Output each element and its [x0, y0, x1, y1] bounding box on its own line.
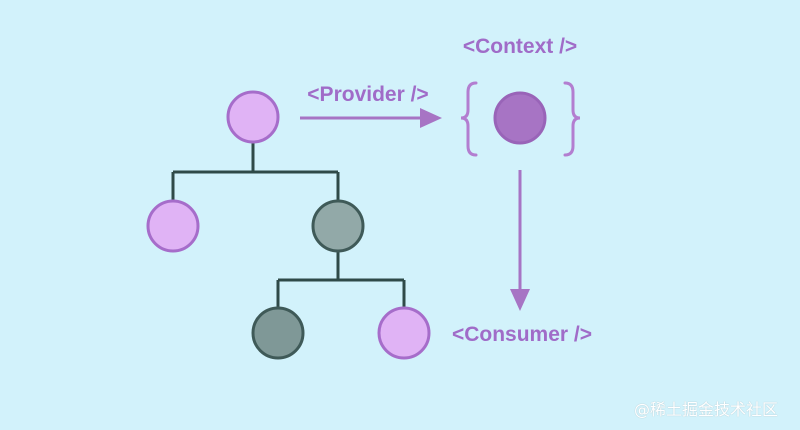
tree-node-grandchild-right: [377, 306, 431, 360]
tree-node-left-child: [146, 199, 200, 253]
tree-node-root: [226, 90, 280, 144]
tree-connectors: [171, 143, 406, 308]
provider-label: <Provider />: [307, 83, 428, 106]
tree-node-right-child: [311, 199, 365, 253]
context-label: <Context />: [463, 35, 577, 58]
left-brace: [460, 81, 478, 157]
tree-node-grandchild-left: [251, 306, 305, 360]
consumer-label: <Consumer />: [452, 323, 592, 346]
right-brace: [563, 81, 581, 157]
watermark-text: @稀土掘金技术社区: [633, 400, 778, 419]
provider-arrow: [300, 108, 442, 128]
consumer-arrow: [510, 170, 530, 311]
context-braces: [460, 81, 581, 157]
context-node: [493, 91, 547, 145]
